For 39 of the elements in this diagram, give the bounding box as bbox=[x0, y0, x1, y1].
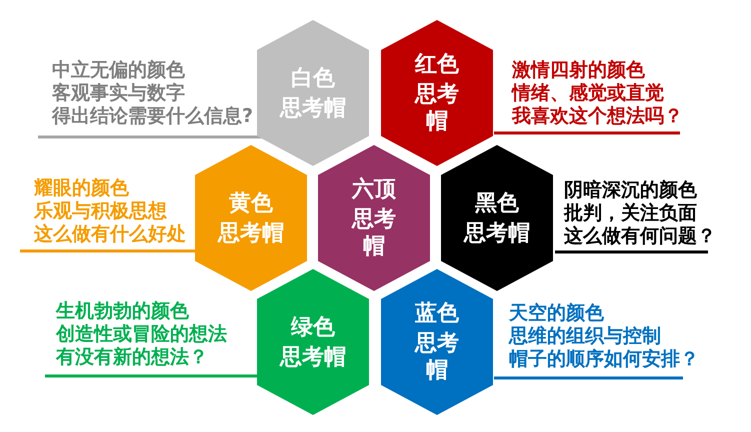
hexagon-tile bbox=[257, 269, 369, 415]
description-text: 阴暗深沉的颜色 bbox=[564, 179, 697, 202]
hexagon-tile bbox=[381, 269, 493, 415]
hat-label: 思考帽 bbox=[414, 330, 460, 384]
description-text: 情绪、感觉或直觉 bbox=[512, 82, 664, 105]
description-text: 激情四射的颜色 bbox=[512, 59, 645, 82]
description-text: 思维的组织与控制 bbox=[509, 325, 661, 348]
hat-color-name: 蓝色 bbox=[414, 300, 460, 327]
hat-color-name: 六顶 bbox=[351, 176, 397, 203]
hat-color-name: 白色 bbox=[290, 64, 336, 92]
description-text: 这么做有什么好处 bbox=[34, 223, 186, 246]
description-text: 我喜欢这个想法吗？ bbox=[512, 105, 683, 128]
hexagon-tile bbox=[441, 145, 553, 291]
hat-label: 思考帽 bbox=[351, 206, 397, 260]
description-text: 有没有新的想法？ bbox=[56, 346, 208, 369]
hat-color-name: 绿色 bbox=[290, 314, 336, 340]
hat-color-name: 黄色 bbox=[228, 190, 274, 216]
hat-color-name: 黑色 bbox=[474, 190, 520, 216]
description-text: 客观事实与数字 bbox=[52, 82, 185, 105]
hexagon-tile bbox=[318, 145, 430, 291]
hat-label: 思考帽 bbox=[278, 94, 347, 122]
description-text: 乐观与积极思想 bbox=[34, 200, 167, 223]
hat-color-name: 红色 bbox=[414, 51, 460, 78]
hat-label: 思考帽 bbox=[216, 220, 285, 246]
description-text: 耀眼的颜色 bbox=[34, 177, 129, 200]
description-text: 中立无偏的颜色 bbox=[52, 59, 185, 82]
hat-label: 思考帽 bbox=[278, 344, 347, 370]
hat-label: 思考帽 bbox=[414, 81, 460, 135]
description-text: 这么做有何问题？ bbox=[564, 225, 716, 248]
hat-label: 思考帽 bbox=[462, 220, 531, 246]
description-text: 批判，关注负面 bbox=[564, 202, 697, 225]
description-text: 得出结论需要什么信息? bbox=[52, 105, 254, 128]
hexagon-tile bbox=[381, 20, 493, 166]
description-text: 天空的颜色 bbox=[509, 302, 604, 325]
description-text: 帽子的顺序如何安排？ bbox=[509, 348, 699, 371]
hexagon-tile bbox=[195, 145, 307, 291]
hexagon-tile bbox=[257, 20, 369, 166]
description-text: 创造性或冒险的想法 bbox=[56, 323, 227, 346]
description-text: 生机勃勃的颜色 bbox=[56, 300, 189, 323]
